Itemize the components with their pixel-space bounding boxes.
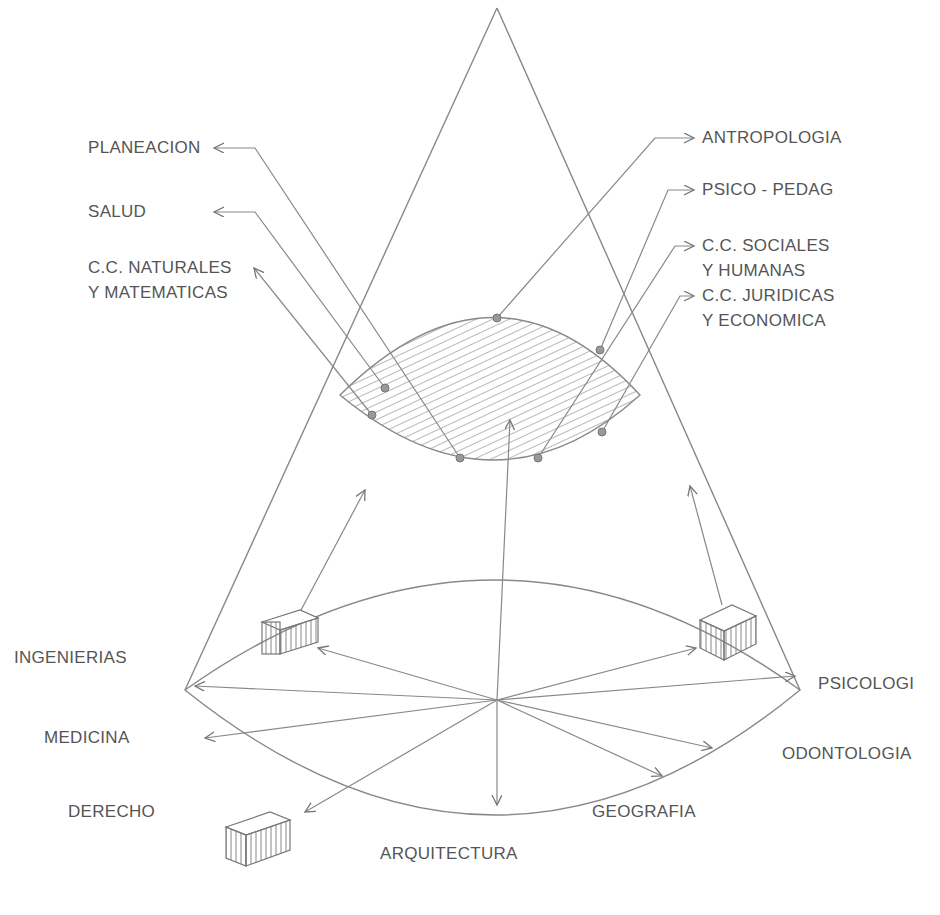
area-label: C.C. SOCIALES Y HUMANAS [702,234,834,283]
area-label: SALUD [88,200,146,225]
area-label: PSICO - PEDAG [702,178,833,203]
area-label: PLANEACION [88,136,201,161]
area-label: DERECHO [68,800,155,825]
area-label: INGENIERIAS [14,646,127,671]
area-label: C.C. NATURALES Y MATEMATICAS [88,256,238,305]
area-label: ODONTOLOGIA [782,742,912,767]
area-label: ANTROPOLOGIA [702,126,842,151]
area-label: C.C. JURIDICAS Y ECONOMICA [702,284,838,333]
area-label: MEDICINA [44,726,130,751]
area-label: PSICOLOGI [818,672,914,697]
area-label: ARQUITECTURA [380,842,518,867]
area-label: GEOGRAFIA [592,800,696,825]
